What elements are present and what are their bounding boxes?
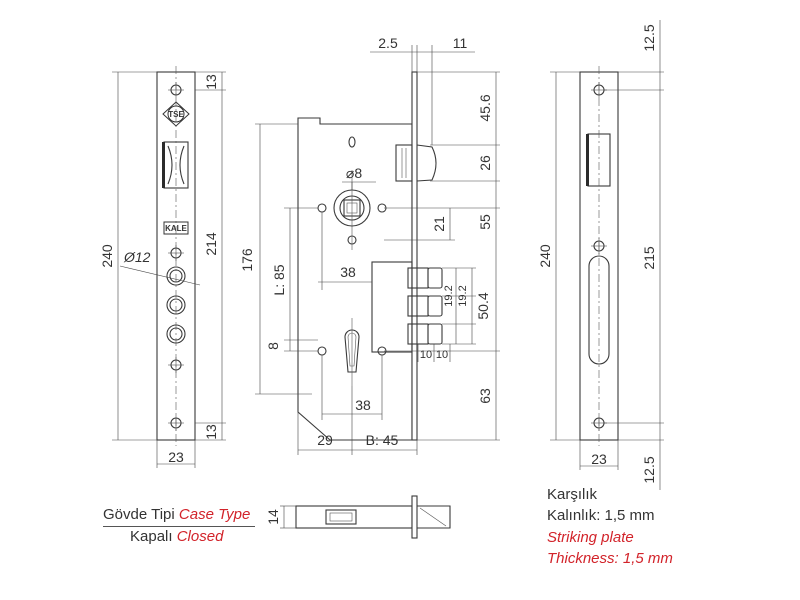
- dim-38-bottom-text: 38: [355, 397, 371, 413]
- dim-13-top-text: 13: [203, 74, 219, 90]
- strike-bolt-opening: [588, 255, 610, 365]
- case-dim-bolts: 19.2 19.2 50.4 10 10: [417, 267, 491, 362]
- case-dim-top: 2.5 11: [370, 35, 475, 145]
- faceplate-view: TSE KALE: [99, 66, 226, 468]
- case-follower: [317, 170, 387, 250]
- case-dim-right: 45.6 26 55 21 63: [384, 71, 500, 441]
- strike-dim-12-5-top-text: 12.5: [641, 24, 657, 51]
- dim-63-text: 63: [477, 388, 493, 404]
- strike-dim-240: 240: [537, 71, 580, 441]
- dim-10-b-text: 10: [436, 349, 448, 361]
- case-front-plate: [411, 71, 418, 441]
- dim-176-text: 176: [239, 248, 255, 272]
- tse-logo-text: TSE: [168, 110, 184, 119]
- dim-L85-text: L: 85: [271, 264, 287, 295]
- dim-d8-text: ⌀8: [346, 165, 362, 181]
- dim-19-2-a-text: 19.2: [443, 285, 455, 306]
- striking-plate-en: Striking plate: [547, 529, 634, 546]
- strike-dim-215-text: 215: [641, 246, 657, 270]
- case-type-tr: Gövde Tipi: [103, 506, 175, 523]
- dim-21-text: 21: [431, 216, 447, 232]
- side-view: 14: [265, 495, 451, 539]
- dim-50-4-text: 50.4: [475, 292, 491, 319]
- case-type-label: Gövde Tipi Case Type: [103, 506, 250, 523]
- dim-11-text: 11: [453, 35, 468, 51]
- dim-2-5-text: 2.5: [378, 35, 398, 51]
- closed-label: Kapalı Closed: [130, 528, 223, 545]
- strike-dim-215: 215 12.5 12.5: [604, 20, 664, 490]
- side-front-plate: [411, 495, 418, 539]
- case-cylinder: [317, 318, 387, 386]
- side-follower: [325, 509, 357, 525]
- case-dim-bottom: 29 B: 45: [297, 386, 418, 455]
- kale-logo-text: KALE: [165, 224, 187, 233]
- dim-8-text: 8: [265, 342, 281, 350]
- case-dim-38-top: 38: [318, 212, 372, 290]
- thickness-tr: Kalınlık: 1,5 mm: [547, 507, 655, 524]
- dim-38-top-text: 38: [340, 264, 356, 280]
- closed-en: Closed: [176, 528, 224, 545]
- dim-29-text: 29: [317, 432, 333, 448]
- strike-plate-view: 240 215 12.5 12.5 23: [537, 20, 664, 490]
- dim-214-text: 214: [203, 232, 219, 256]
- case-top-hole: [348, 136, 356, 148]
- strike-dim-23-text: 23: [591, 451, 607, 467]
- case-type-divider: [103, 526, 255, 527]
- faceplate-dim-23: 23: [156, 440, 196, 468]
- dim-240-text: 240: [99, 244, 115, 268]
- dim-55-text: 55: [477, 214, 493, 230]
- dim-19-2-b-text: 19.2: [457, 285, 469, 306]
- case-latch: [395, 144, 437, 182]
- dim-23-text: 23: [168, 449, 184, 465]
- case-view: 2.5 11 45.6 26 55 21 63: [239, 35, 500, 455]
- dim-10-a-text: 10: [420, 349, 432, 361]
- dim-B45-text: B: 45: [366, 432, 399, 448]
- strike-dim-23: 23: [579, 440, 619, 470]
- dim-14-text: 14: [265, 509, 281, 525]
- case-bolt-block: [371, 261, 443, 353]
- case-dim-d8: ⌀8: [342, 165, 376, 190]
- strike-dim-240-text: 240: [537, 244, 553, 268]
- strike-dim-12-5-bottom-text: 12.5: [641, 456, 657, 483]
- dim-d12-text: Ø12: [123, 249, 151, 265]
- faceplate-dim-d12: Ø12: [119, 249, 201, 286]
- striking-plate-tr: Karşılık: [547, 486, 598, 503]
- dim-45-6-text: 45.6: [477, 94, 493, 121]
- case-dim-left: 176 L: 85 8: [239, 123, 318, 395]
- closed-tr: Kapalı: [130, 528, 173, 545]
- side-latch: [417, 505, 451, 529]
- faceplate-dim-240: 240: [99, 71, 157, 441]
- side-body: [295, 505, 413, 529]
- dim-13-bottom-text: 13: [203, 424, 219, 440]
- case-dim-38-bottom: 38: [321, 355, 383, 420]
- dim-26-text: 26: [477, 155, 493, 171]
- thickness-en: Thickness: 1,5 mm: [547, 550, 673, 567]
- case-type-en: Case Type: [178, 506, 251, 523]
- faceplate-dim-214: 214 13 13: [195, 71, 226, 441]
